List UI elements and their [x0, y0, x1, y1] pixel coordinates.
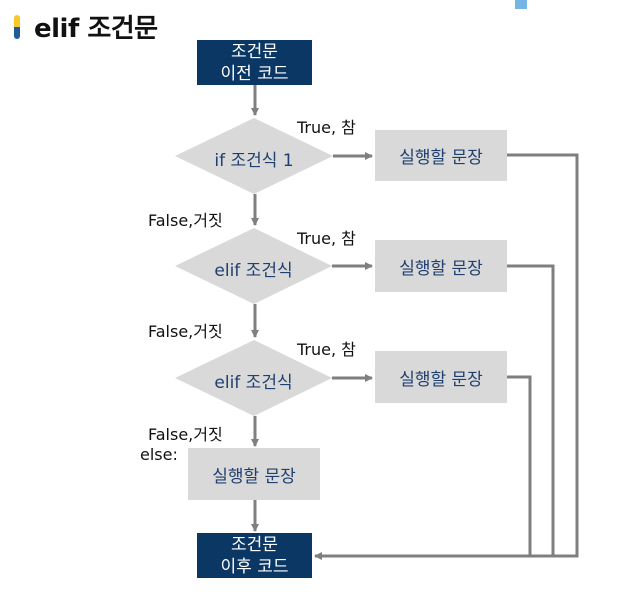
decision-diamond-3 [175, 340, 332, 416]
false-label-1: False,거짓 [148, 211, 223, 230]
title-accent-bar [14, 14, 20, 39]
start-line2: 이전 코드 [220, 63, 289, 84]
action-box-1: 실행할 문장 [375, 130, 507, 181]
action-box-2: 실행할 문장 [375, 240, 507, 292]
decision-diamond-2 [175, 228, 332, 304]
slide-title: elif 조건문 [14, 8, 158, 45]
start-line1: 조건문 [231, 41, 278, 62]
start-box: 조건문 이전 코드 [197, 40, 312, 85]
decision-diamond-1 [175, 118, 333, 194]
end-line1: 조건문 [231, 534, 278, 555]
return-line-1 [507, 153, 579, 558]
action-box-3: 실행할 문장 [375, 351, 507, 403]
elif-condition-label-2: elif 조건식 [214, 373, 293, 393]
end-line2: 이후 코드 [220, 556, 289, 577]
else-label: else: [140, 445, 178, 464]
true-label-2: True, 참 [297, 229, 356, 248]
title-text: elif 조건문 [34, 14, 158, 44]
end-box: 조건문 이후 코드 [197, 533, 312, 578]
false-label-3: False,거짓 [148, 425, 223, 444]
true-label-1: True, 참 [297, 118, 356, 137]
else-action-box: 실행할 문장 [188, 448, 320, 500]
return-line-2 [507, 264, 555, 558]
if-condition-label: if 조건식 1 [214, 151, 294, 171]
true-label-3: True, 참 [297, 340, 356, 359]
return-line-3 [314, 375, 532, 560]
false-label-2: False,거짓 [148, 322, 223, 341]
elif-condition-label-1: elif 조건식 [214, 261, 293, 281]
decorative-square [515, 0, 527, 9]
